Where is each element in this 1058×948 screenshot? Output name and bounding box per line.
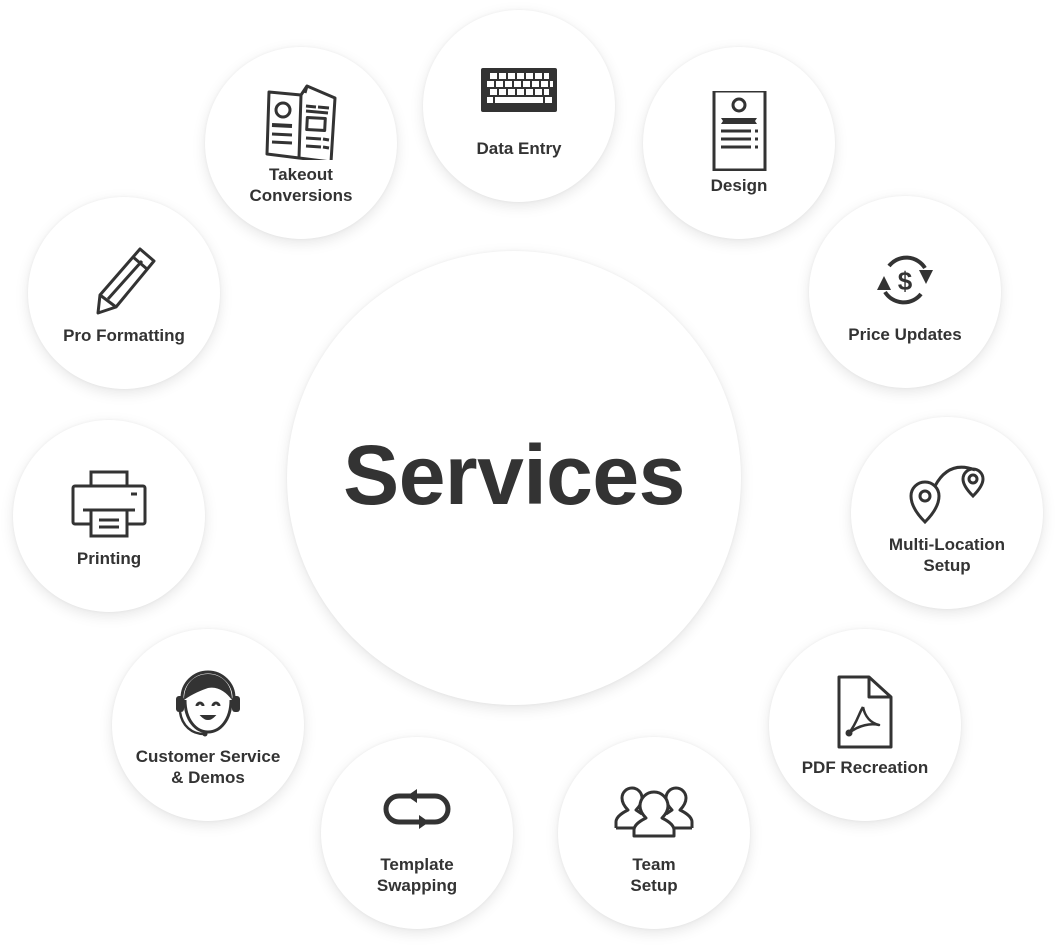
service-label: Team Setup	[630, 855, 678, 895]
service-label: Data Entry	[476, 138, 562, 158]
service-pdf-recreation[interactable]: PDF Recreation	[769, 629, 961, 821]
service-label: Multi-Location Setup	[888, 535, 1006, 575]
service-label: Price Updates	[848, 324, 962, 344]
service-pro-formatting[interactable]: Pro Formatting	[28, 197, 220, 389]
menu-brochure-icon	[261, 80, 341, 160]
service-label: Design	[710, 175, 768, 195]
service-data-entry[interactable]: Data Entry	[423, 10, 615, 202]
service-takeout-conversions[interactable]: Takeout Conversions	[205, 47, 397, 239]
service-template-swapping[interactable]: Template Swapping	[321, 737, 513, 929]
menu-document-icon	[699, 90, 779, 171]
services-title: Services	[343, 427, 685, 522]
pdf-file-icon	[825, 673, 905, 753]
svg-text:$: $	[898, 266, 913, 296]
pencil-icon	[84, 241, 164, 321]
services-center-circle: Services	[287, 251, 741, 705]
service-printing[interactable]: Printing	[13, 420, 205, 612]
service-label: Customer Service & Demos	[135, 747, 281, 787]
service-multi-location-setup[interactable]: Multi-Location Setup	[851, 417, 1043, 609]
service-label: Takeout Conversions	[249, 165, 353, 205]
service-team-setup[interactable]: Team Setup	[558, 737, 750, 929]
service-price-updates[interactable]: $ Price Updates	[809, 196, 1001, 388]
service-label: Template Swapping	[376, 855, 458, 895]
team-users-icon	[614, 770, 694, 850]
keyboard-icon	[479, 54, 559, 134]
service-customer-service-demos[interactable]: Customer Service & Demos	[112, 629, 304, 821]
swap-arrows-icon	[377, 770, 457, 850]
service-design[interactable]: Design	[643, 47, 835, 239]
service-label: Printing	[76, 548, 142, 568]
location-pins-icon	[907, 450, 987, 530]
service-label: Pro Formatting	[63, 325, 185, 345]
service-label: PDF Recreation	[801, 757, 929, 777]
dollar-refresh-icon: $	[865, 240, 945, 320]
headset-agent-icon	[168, 662, 248, 742]
printer-icon	[69, 464, 149, 544]
